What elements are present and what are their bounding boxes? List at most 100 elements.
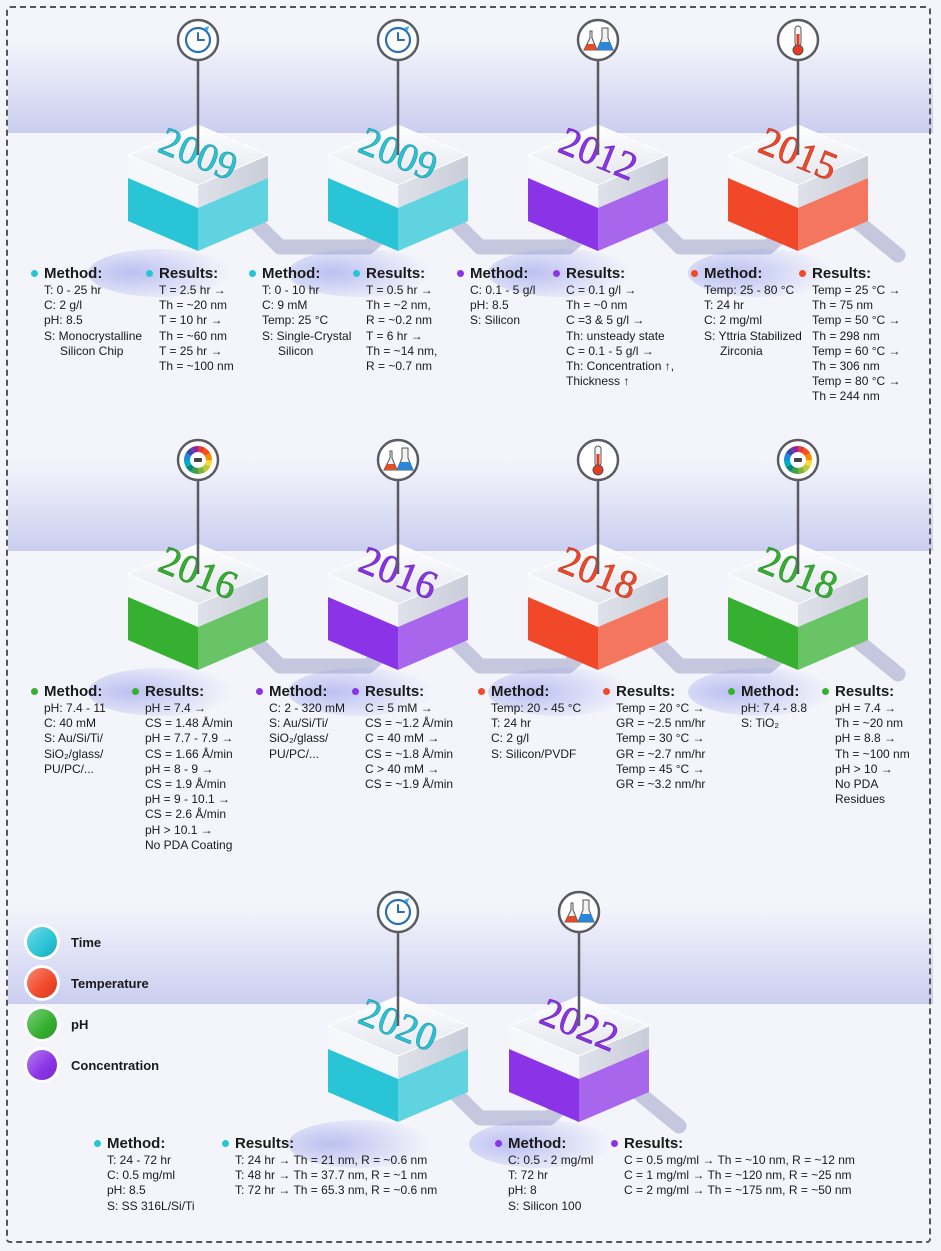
legend-swatch — [27, 1050, 57, 1080]
results-line: pH = 9 - 10.1 → — [145, 792, 231, 807]
results-line: No PDA Coating — [145, 837, 233, 852]
legend-label: Temperature — [71, 976, 149, 991]
legend-swatch — [27, 1009, 57, 1039]
results-block: Results:T: 24 hr → Th = 21 nm, R = ~0.6 … — [222, 1135, 438, 1199]
category-dot — [256, 688, 263, 695]
results-line: Th = ~20 nm — [159, 298, 228, 313]
method-line: Temp: 20 - 45 °C — [491, 701, 582, 715]
results-line: CS = 1.9 Å/min — [145, 777, 227, 792]
category-dot — [94, 1140, 101, 1147]
category-dot — [249, 270, 256, 277]
results-line: Th: Concentration ↑, — [566, 359, 675, 374]
block-shadow — [88, 668, 232, 716]
results-line: Th = 244 nm — [812, 389, 880, 404]
thermometer-icon — [576, 438, 620, 482]
timeline-path — [235, 202, 906, 263]
results-line: C = 5 mM → — [365, 701, 433, 715]
results-line: CS = ~1.9 Å/min — [365, 777, 454, 792]
block-shadow — [688, 668, 832, 716]
results-line: pH > 10.1 → — [145, 822, 213, 837]
results-line: T: 72 hr → Th = 65.3 nm, R = ~0.6 nm — [235, 1183, 438, 1198]
results-line: T: 48 hr → Th = 37.7 nm, R = ~1 nm — [235, 1168, 428, 1183]
results-heading: Results: — [146, 265, 234, 282]
category-dot — [822, 688, 829, 695]
block-shadow — [688, 249, 832, 297]
category-dot — [478, 688, 485, 695]
results-heading: Results: — [611, 1135, 855, 1152]
clock-icon — [176, 18, 220, 62]
method-line: C: 0.5 mg/ml — [107, 1168, 176, 1183]
results-heading: Results: — [222, 1135, 437, 1152]
category-dot — [352, 688, 359, 695]
results-line: Th = ~0 nm — [566, 298, 628, 313]
results-line: C =3 & 5 g/l → — [566, 313, 645, 328]
results-line: pH = 8.8 → — [835, 731, 897, 746]
results-line: Thickness ↑ — [566, 374, 630, 389]
results-line: T = 0.5 hr → — [366, 283, 433, 297]
method-line: S: SS 316L/Si/Ti — [107, 1198, 195, 1213]
results-line: pH = 7.4 → — [145, 701, 207, 715]
results-line: Th = ~20 nm — [835, 716, 904, 731]
method-line: Temp: 25 - 80 °C — [704, 283, 795, 297]
results-line: C = 0.1 - 5 g/l → — [566, 343, 654, 358]
results-heading: Results: — [353, 265, 437, 282]
method-line: pH: 8.5 — [107, 1183, 146, 1198]
results-line: CS = 1.66 Å/min — [145, 746, 233, 761]
method-line: S: Au/Si/Ti/ — [44, 731, 103, 746]
block-shadow — [488, 668, 632, 716]
results-line: C = 2 mg/ml → Th = ~175 nm, R = ~50 nm — [624, 1183, 852, 1198]
method-line: SiO₂/glass/ — [44, 746, 104, 761]
results-line: T = 6 hr → — [366, 328, 423, 343]
results-line: pH > 10 → — [835, 761, 893, 776]
legend-label: pH — [71, 1017, 89, 1032]
method-heading: Method: — [31, 265, 142, 282]
method-line: pH: 8.5 — [470, 298, 509, 313]
results-line: Th = ~100 nm — [835, 746, 910, 761]
results-line: Temp = 45 °C → — [616, 761, 705, 776]
results-line: C = 40 mM → — [365, 731, 440, 746]
results-line: Temp = 20 °C → — [616, 701, 705, 715]
results-line: pH = 7.7 - 7.9 → — [145, 731, 234, 746]
results-line: Th = ~60 nm — [159, 328, 228, 343]
results-line: Temp = 30 °C → — [616, 731, 705, 746]
results-line: Th = ~14 nm, — [366, 343, 438, 358]
results-line: CS = ~1.2 Å/min — [365, 716, 454, 731]
thermometer-icon — [776, 18, 820, 62]
method-line: S: Monocrystalline — [44, 328, 143, 343]
method-line: C: 2 - 320 mM — [269, 701, 346, 715]
block-shadow — [469, 1120, 613, 1168]
method-line: C: 2 mg/ml — [704, 313, 763, 328]
method-line: pH: 7.4 - 8.8 — [741, 701, 808, 715]
method-line: C: 40 mM — [44, 716, 97, 731]
category-dot — [691, 270, 698, 277]
method-line: C: 0.5 - 2 mg/ml — [508, 1153, 594, 1167]
results-line: GR = ~2.7 nm/hr — [616, 746, 706, 761]
category-dot — [222, 1140, 229, 1147]
ph-wheel-icon — [776, 438, 820, 482]
results-line: C = 1 mg/ml → Th = ~120 nm, R = ~25 nm — [624, 1168, 852, 1183]
method-line: C: 2 g/l — [491, 731, 530, 746]
method-heading: Method: — [691, 265, 802, 282]
method-line: PU/PC/... — [269, 746, 320, 761]
ph-wheel-icon — [176, 438, 220, 482]
timeline-path — [235, 621, 906, 682]
results-heading: Results: — [352, 683, 453, 700]
method-line: T: 0 - 10 hr — [262, 283, 320, 297]
category-dot — [728, 688, 735, 695]
method-line: T: 24 hr — [491, 716, 532, 731]
results-line: Residues — [835, 792, 886, 807]
results-line: CS = 2.6 Å/min — [145, 807, 227, 822]
method-line: T: 72 hr — [508, 1168, 549, 1183]
block-shadow — [288, 249, 432, 297]
results-heading: Results: — [799, 265, 901, 282]
results-line: Temp = 60 °C → — [812, 343, 901, 358]
results-block: Results:C = 0.5 mg/ml → Th = ~10 nm, R =… — [611, 1135, 855, 1199]
category-dot — [457, 270, 464, 277]
